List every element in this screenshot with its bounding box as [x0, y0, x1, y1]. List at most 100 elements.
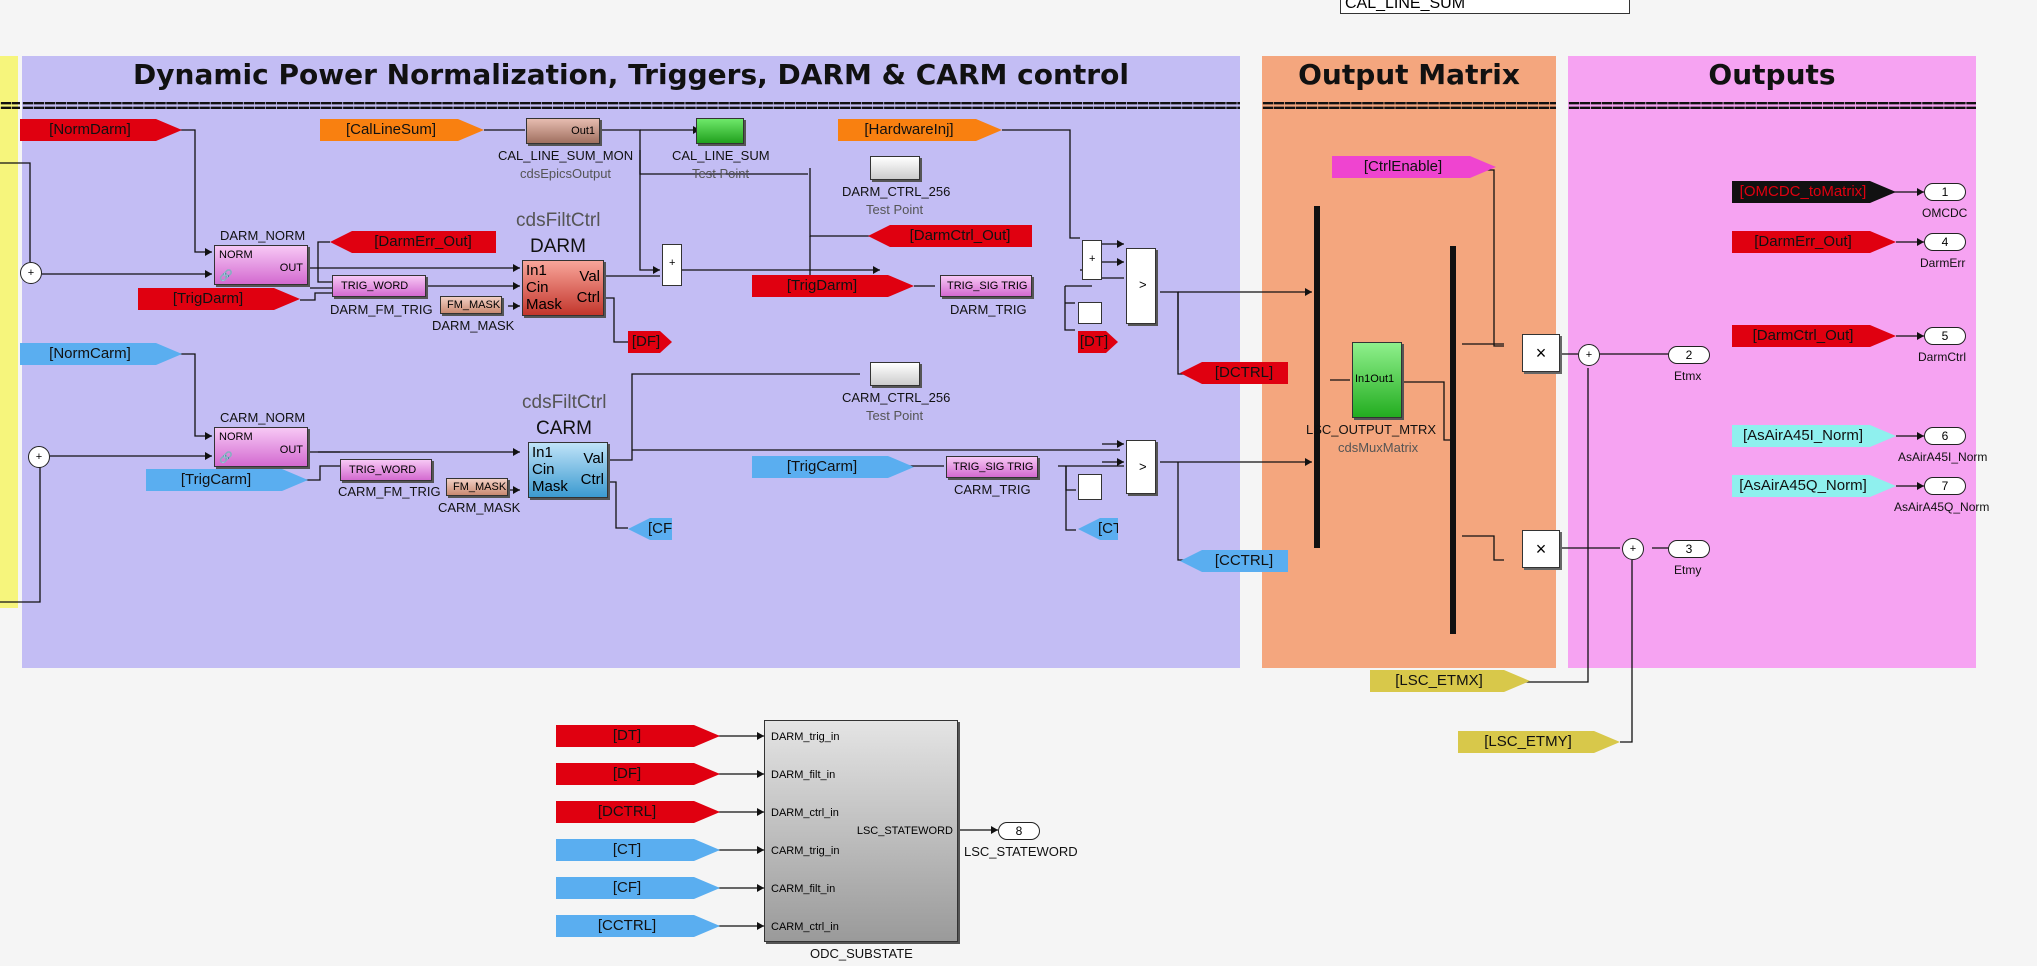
outport-omcdc-name: OMCDC — [1922, 206, 1968, 220]
etmy-sum[interactable]: + — [1622, 538, 1644, 560]
from-as-air-45q[interactable]: [AsAirA45Q_Norm] — [1732, 475, 1896, 497]
cal-line-sum-top-block[interactable]: CAL_LINE_SUM — [1340, 0, 1630, 14]
lsc-output-mtrx-lib: cdsMuxMatrix — [1338, 440, 1419, 455]
darm-sum-signs: + — [669, 257, 676, 269]
matrix-area-title: Output Matrix — [1298, 58, 1520, 91]
carm-fm-trig-block[interactable]: TRIG_WORD — [340, 459, 432, 481]
goto-cctrl[interactable]: [CCTRL] — [1180, 550, 1288, 572]
carm-filt-block[interactable]: In1 Cin Mask Val Ctrl — [528, 442, 608, 498]
darm-mask-name: DARM_MASK — [432, 318, 515, 333]
darm-filt-in1: In1 — [526, 262, 547, 279]
from-lsc-etmx[interactable]: [LSC_ETMX] — [1370, 670, 1530, 692]
carm-input-sum[interactable]: + — [28, 446, 50, 468]
odc-substate-name: ODC_SUBSTATE — [810, 946, 913, 961]
darm-ground-block[interactable] — [1078, 302, 1102, 324]
darm-ctrl-sum-block[interactable]: + — [1082, 240, 1102, 280]
outport-darmerr-name: DarmErr — [1920, 256, 1966, 270]
carm-norm-name: CARM_NORM — [220, 410, 306, 425]
darm-trig-block[interactable]: TRIG_SIG TRIG — [940, 275, 1032, 297]
from-sub-ct[interactable]: [CT] — [556, 839, 720, 861]
etmy-product-block[interactable]: × — [1522, 530, 1560, 568]
odc-output-stateword: LSC_STATEWORD — [856, 825, 953, 837]
darm-filt-lib: cdsFiltCtrl — [516, 210, 601, 231]
carm-ctrl-256-block[interactable] — [870, 362, 920, 386]
mux-bar-left — [1314, 206, 1320, 548]
etmx-sum[interactable]: + — [1578, 344, 1600, 366]
carm-filt-ctrl: Ctrl — [580, 471, 604, 488]
darm-mask-block[interactable]: FM_MASK — [440, 296, 502, 314]
darm-switch[interactable]: > — [1126, 248, 1156, 324]
darm-norm-in-port: NORM — [219, 249, 253, 261]
darm-fm-trig-name: DARM_FM_TRIG — [330, 302, 433, 317]
darm-input-sum[interactable]: + — [20, 262, 42, 284]
cal-line-sum-mon-block[interactable]: Out1 — [526, 118, 600, 144]
carm-filt-in1: In1 — [532, 444, 553, 461]
outport-darmerr[interactable]: 4 — [1924, 233, 1966, 251]
darm-norm-name: DARM_NORM — [220, 228, 306, 243]
goto-cf[interactable]: [CF] — [628, 518, 672, 540]
matrix-area-divider: ========================================… — [1262, 98, 1556, 112]
carm-filt-name: CARM — [536, 418, 592, 439]
outport-lsc-stateword[interactable]: 8 — [998, 822, 1040, 840]
darm-switch-symbol: > — [1139, 277, 1147, 292]
cal-line-sum-mon-lib: cdsEpicsOutput — [520, 166, 612, 181]
outport-etmx[interactable]: 2 — [1668, 346, 1710, 364]
carm-ground-block[interactable] — [1078, 474, 1102, 500]
carm-norm-out-port: OUT — [279, 444, 303, 456]
goto-norm-darm[interactable]: [NormDarm] — [20, 119, 182, 141]
from-sub-dt[interactable]: [DT] — [556, 725, 720, 747]
outport-lsc-stateword-name: LSC_STATEWORD — [964, 844, 1078, 859]
outport-asair45i[interactable]: 6 — [1924, 427, 1966, 445]
from-ctrl-enable[interactable]: [CtrlEnable] — [1332, 156, 1496, 178]
darm-sum-block[interactable]: + — [662, 244, 682, 286]
goto-cal-line-sum[interactable]: [CalLineSum] — [320, 119, 484, 141]
goto-norm-carm[interactable]: [NormCarm] — [20, 343, 182, 365]
from-sub-dctrl[interactable]: [DCTRL] — [556, 801, 720, 823]
cal-line-sum-mon-port: Out1 — [571, 125, 595, 137]
from-omcdc-to-matrix[interactable]: [OMCDC_toMatrix] — [1732, 181, 1896, 203]
from-sub-cctrl[interactable]: [CCTRL] — [556, 915, 720, 937]
carm-switch[interactable]: > — [1126, 440, 1156, 494]
from-as-air-45i[interactable]: [AsAirA45I_Norm] — [1732, 425, 1896, 447]
darm-fm-trig-block[interactable]: TRIG_WORD — [332, 275, 426, 297]
lsc-output-mtrx-name: LSC_OUTPUT_MTRX — [1306, 422, 1437, 437]
darm-ctrl-256-lib: Test Point — [866, 202, 924, 217]
goto-hardware-inj[interactable]: [HardwareInj] — [838, 119, 1002, 141]
odc-input-carm-trig: CARM_trig_in — [771, 845, 840, 857]
lsc-output-mtrx-port: In1Out1 — [1355, 373, 1395, 385]
lsc-output-mtrx-block[interactable]: In1Out1 — [1352, 342, 1402, 418]
from-trig-carm[interactable]: [TrigCarm] — [146, 469, 308, 491]
carm-switch-symbol: > — [1139, 459, 1147, 474]
outport-asair45i-name: AsAirA45I_Norm — [1898, 450, 1988, 464]
goto-dt[interactable]: [DT] — [1078, 331, 1118, 353]
carm-filt-cin: Cin — [532, 461, 555, 478]
from-darm-err-out[interactable]: [DarmErr_Out] — [330, 231, 496, 253]
odc-substate-block[interactable]: DARM_trig_in DARM_filt_in DARM_ctrl_in C… — [764, 720, 958, 942]
darm-filt-block[interactable]: In1 Cin Mask Val Ctrl — [522, 260, 604, 316]
outport-darmctrl[interactable]: 5 — [1924, 327, 1966, 345]
odc-input-darm-ctrl: DARM_ctrl_in — [771, 807, 839, 819]
from-sub-df[interactable]: [DF] — [556, 763, 720, 785]
goto-trig-carm-2[interactable]: [TrigCarm] — [752, 456, 914, 478]
goto-df[interactable]: [DF] — [628, 331, 672, 353]
outport-omcdc[interactable]: 1 — [1924, 183, 1966, 201]
from-darm-ctrl-out[interactable]: [DarmCtrl_Out] — [868, 225, 1032, 247]
from-lsc-etmy[interactable]: [LSC_ETMY] — [1458, 731, 1620, 753]
carm-norm-block[interactable]: NORM OUT 🔗 — [214, 427, 308, 467]
etmx-product-block[interactable]: × — [1522, 334, 1560, 372]
carm-mask-block[interactable]: FM_MASK — [446, 478, 508, 496]
goto-trig-darm-2[interactable]: [TrigDarm] — [752, 275, 914, 297]
darm-norm-block[interactable]: NORM OUT 🔗 — [214, 245, 308, 285]
cal-line-sum-tp-block[interactable] — [696, 118, 744, 144]
outport-etmy-name: Etmy — [1674, 563, 1702, 577]
from-trig-darm[interactable]: [TrigDarm] — [138, 288, 300, 310]
from-darm-ctrl-out-2[interactable]: [DarmCtrl_Out] — [1732, 325, 1896, 347]
odc-input-darm-filt: DARM_filt_in — [771, 769, 836, 781]
outport-etmy[interactable]: 3 — [1668, 540, 1710, 558]
from-darm-err-out-2[interactable]: [DarmErr_Out] — [1732, 231, 1896, 253]
carm-trig-block[interactable]: TRIG_SIG TRIG — [946, 456, 1038, 478]
darm-ctrl-256-block[interactable] — [870, 156, 920, 180]
outport-asair45q[interactable]: 7 — [1924, 477, 1966, 495]
goto-dctrl[interactable]: [DCTRL] — [1180, 362, 1288, 384]
from-sub-cf[interactable]: [CF] — [556, 877, 720, 899]
